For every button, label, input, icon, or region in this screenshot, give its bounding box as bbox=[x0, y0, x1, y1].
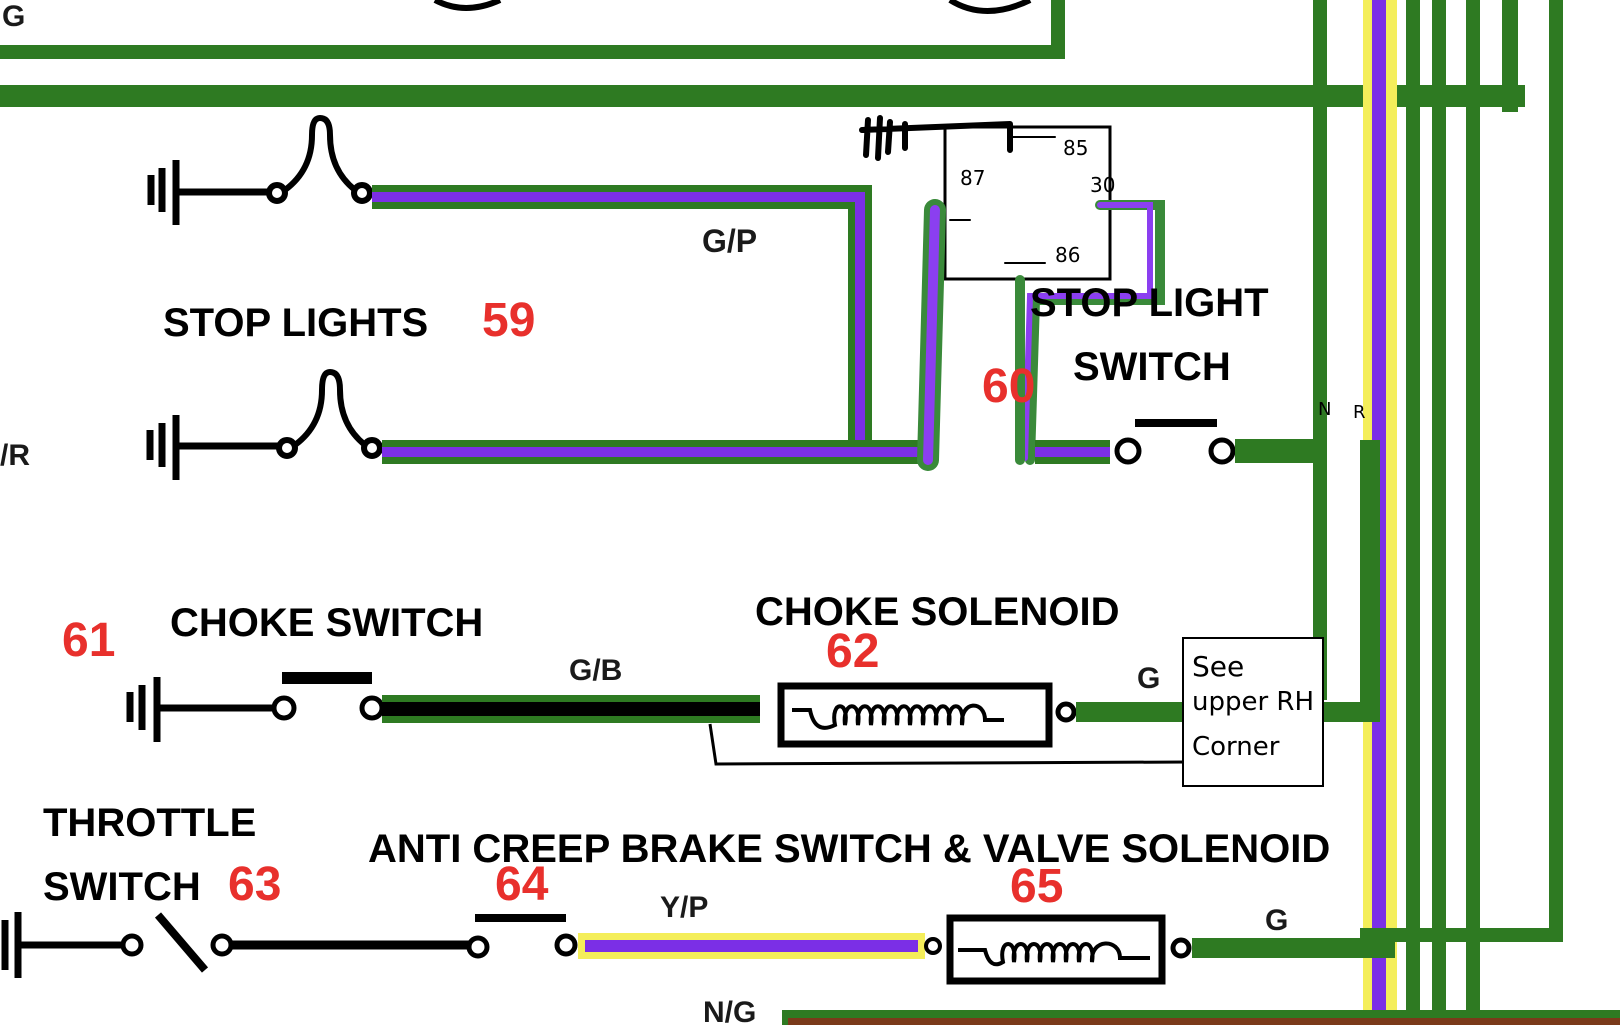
earth-symbol-upper bbox=[147, 160, 270, 225]
scribble-r: R bbox=[1353, 402, 1366, 423]
throttle-label-1: THROTTLE bbox=[43, 801, 256, 845]
circuit-number-61: 61 bbox=[62, 614, 115, 667]
earth-symbol-choke bbox=[126, 677, 275, 742]
anti-creep-label: ANTI CREEP BRAKE SWITCH & VALVE SOLENOID bbox=[368, 827, 1330, 871]
wire-gap bbox=[945, 436, 1015, 470]
code-r-left: /R bbox=[0, 439, 30, 472]
wire-gp-upper-green bbox=[372, 185, 872, 454]
bus-green-6 bbox=[1360, 0, 1563, 942]
stop-switch-contact-right bbox=[1208, 437, 1236, 465]
stop-lamp-upper-icon bbox=[266, 114, 373, 204]
relay-pin-87: 87 bbox=[960, 166, 985, 190]
note-line-3: Corner bbox=[1192, 732, 1280, 762]
choke-switch-contact-right bbox=[359, 695, 385, 721]
choke-solenoid-box bbox=[777, 682, 1053, 748]
earth-symbol-throttle bbox=[1, 912, 123, 978]
circuit-number-64: 64 bbox=[495, 858, 549, 911]
wire-gp-upper-purple bbox=[372, 192, 865, 450]
throttle-switch-contact-left bbox=[120, 933, 144, 957]
bus-green-2 bbox=[1406, 0, 1420, 1025]
relay-pin-30: 30 bbox=[1090, 173, 1115, 197]
brake-switch-contact-left bbox=[466, 935, 490, 959]
circuit-number-59: 59 bbox=[482, 294, 535, 347]
note-line-1: See bbox=[1192, 650, 1244, 683]
choke-solenoid-coil-icon bbox=[792, 703, 1004, 730]
code-ng: N/G bbox=[703, 996, 756, 1025]
relay-pin-86: 86 bbox=[1055, 243, 1080, 267]
choke-solenoid-label: CHOKE SOLENOID bbox=[755, 590, 1119, 634]
stop-switch-contact-left bbox=[1114, 437, 1142, 465]
bus-green-4 bbox=[1466, 0, 1480, 1025]
throttle-switch-blade bbox=[154, 912, 209, 973]
code-gb: G/B bbox=[569, 654, 622, 687]
circuit-number-65: 65 bbox=[1010, 860, 1063, 913]
stop-light-switch-label-1: STOP LIGHT bbox=[1030, 281, 1269, 325]
code-top-left: G bbox=[2, 0, 25, 33]
anti-creep-circuit bbox=[1, 912, 1620, 1025]
wire-top-green bbox=[0, 0, 1065, 59]
relay-87-wire-purple bbox=[923, 205, 940, 465]
choke-circuit bbox=[126, 440, 1380, 787]
earth-symbol-lower bbox=[146, 415, 280, 480]
stop-lights-label: STOP LIGHTS bbox=[163, 301, 428, 345]
choke-solenoid-terminal bbox=[1055, 701, 1077, 723]
bus-green-3 bbox=[1432, 0, 1446, 1025]
circuit-number-63: 63 bbox=[228, 858, 281, 911]
stop-light-switch-label-2: SWITCH bbox=[1073, 345, 1231, 389]
note-box bbox=[1182, 637, 1324, 787]
code-g-solenoid: G bbox=[1265, 904, 1288, 937]
stop-lamp-lower-icon bbox=[276, 368, 383, 459]
bus-green-5 bbox=[1502, 0, 1518, 112]
note-line-2: upper RH bbox=[1192, 687, 1314, 717]
valve-solenoid-coil-icon bbox=[958, 941, 1150, 967]
top-harness bbox=[0, 0, 1525, 107]
hand-black-bypass-wire bbox=[708, 723, 1189, 766]
relay-earth-scribble bbox=[859, 115, 1013, 161]
scribble-n: N bbox=[1318, 399, 1331, 420]
brake-switch-contact-right bbox=[554, 933, 578, 957]
code-yp: Y/P bbox=[660, 891, 708, 924]
circuit-number-62: 62 bbox=[826, 625, 879, 678]
relay-pin-85: 85 bbox=[1063, 136, 1088, 160]
valve-solenoid-terminal-left bbox=[924, 937, 942, 955]
code-gp: G/P bbox=[702, 223, 757, 259]
valve-solenoid-terminal-right bbox=[1170, 937, 1192, 959]
wire-g-choke-green bbox=[1076, 440, 1380, 722]
relay-sketch bbox=[859, 115, 1165, 471]
lamp-fragment-1 bbox=[433, 0, 502, 11]
choke-switch-contact-left bbox=[271, 695, 297, 721]
relay-30-wire-purple bbox=[1022, 202, 1153, 461]
throttle-switch-contact-right bbox=[210, 933, 234, 957]
circuit-number-60: 60 bbox=[982, 360, 1035, 413]
throttle-label-2: SWITCH bbox=[43, 865, 201, 909]
code-g-choke: G bbox=[1137, 662, 1160, 695]
stop-lights-circuit bbox=[146, 114, 925, 480]
right-bus bbox=[1313, 0, 1563, 1025]
lamp-fragment-2 bbox=[948, 0, 1032, 14]
stop-light-switch bbox=[1035, 419, 1320, 465]
choke-switch-label: CHOKE SWITCH bbox=[170, 601, 483, 645]
